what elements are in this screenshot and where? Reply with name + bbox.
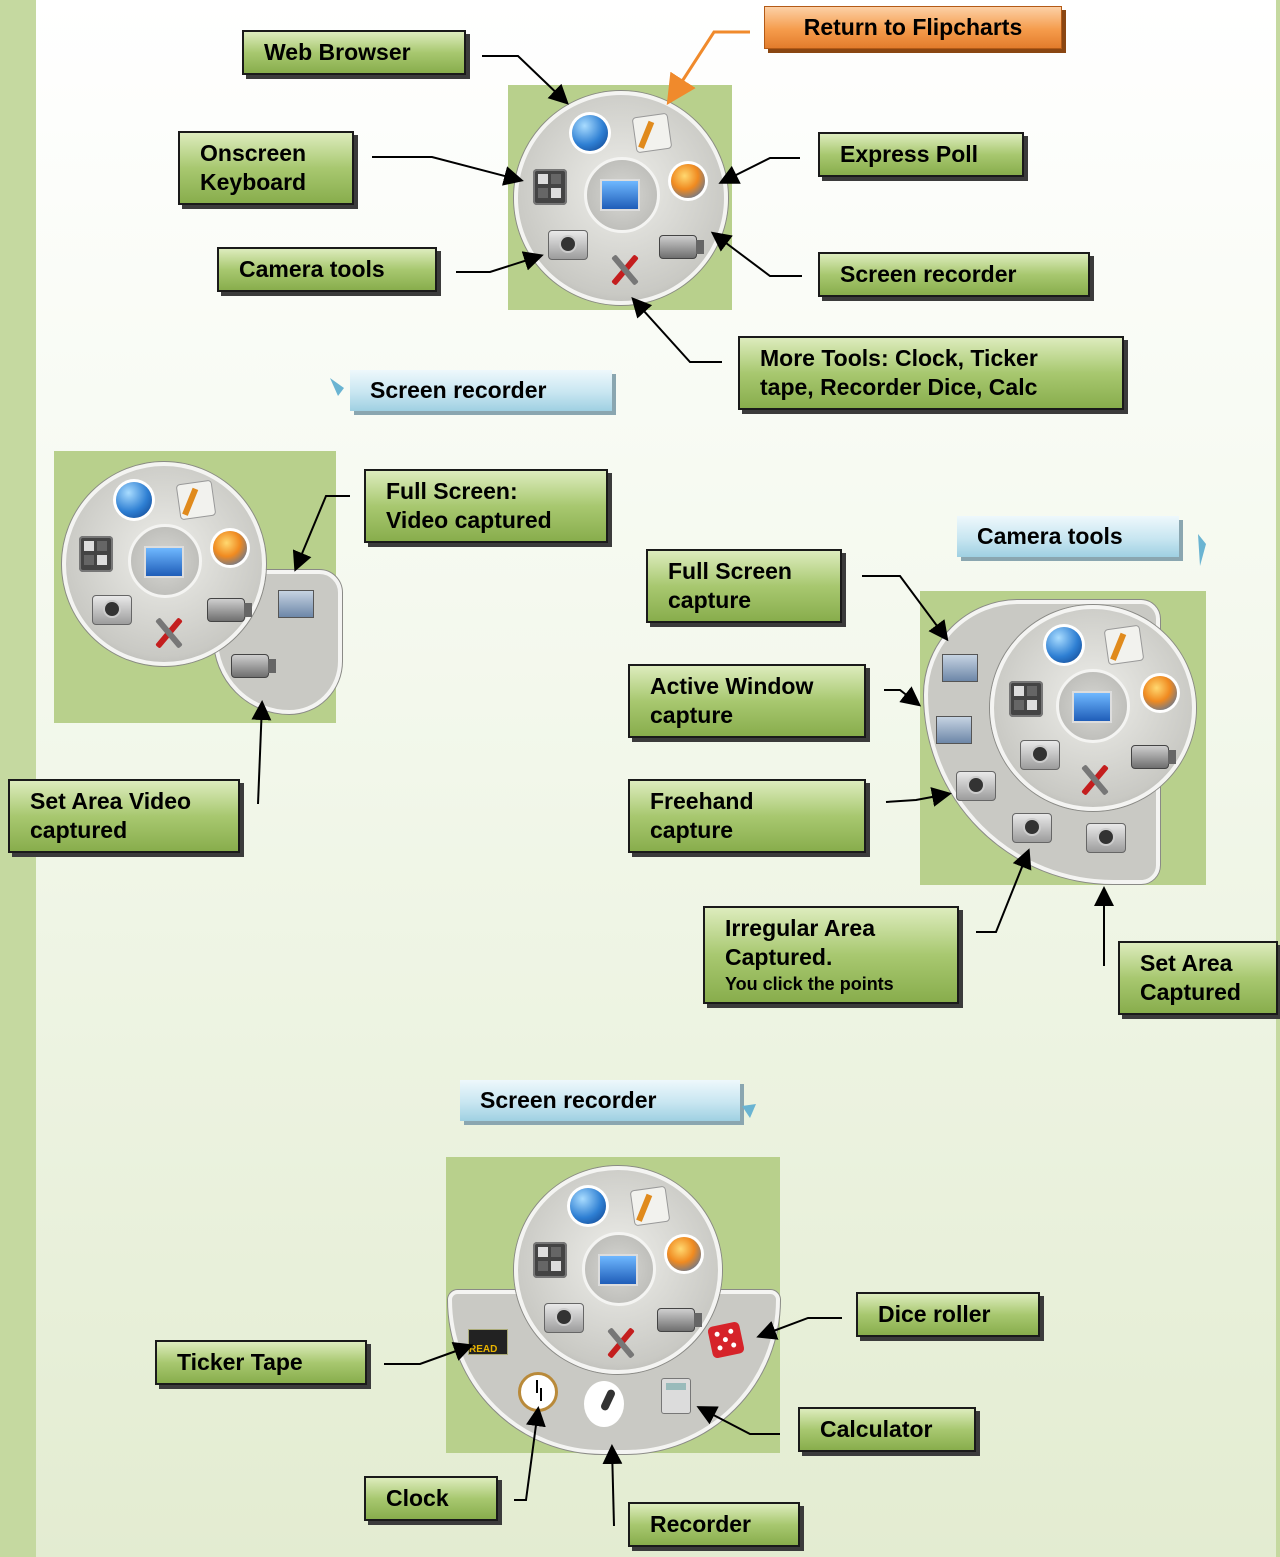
flipchart-icon[interactable] — [1103, 624, 1145, 666]
blue-chevron-3 — [742, 1104, 756, 1118]
freehand-capture-icon[interactable] — [956, 766, 996, 806]
wheel-center — [584, 157, 660, 233]
tools-wheel-camera — [990, 605, 1196, 811]
clock-label: Clock — [364, 1476, 498, 1521]
camera-icon[interactable] — [544, 1298, 584, 1338]
video-camera-icon[interactable] — [656, 1300, 702, 1340]
blue-chevron-2 — [1198, 534, 1206, 566]
full-screen-video-label: Full Screen:Video captured — [364, 469, 608, 543]
camera-tools-heading: Camera tools — [957, 516, 1179, 557]
video-camera-icon[interactable] — [1130, 737, 1176, 777]
microphone-icon[interactable] — [584, 1381, 624, 1427]
screen-recorder-heading: Screen recorder — [350, 370, 612, 411]
wheel-center — [128, 524, 202, 598]
camera-tools-label: Camera tools — [217, 247, 437, 292]
keyboard-icon[interactable] — [76, 534, 116, 574]
return-to-flipcharts-label: Return to Flipcharts — [764, 6, 1062, 49]
screen-recorder-heading-2: Screen recorder — [460, 1080, 740, 1121]
wheel-center — [582, 1232, 656, 1306]
full-screen-video-icon[interactable] — [276, 584, 316, 624]
desktop-tools-icon[interactable] — [144, 542, 184, 582]
web-browser-icon[interactable] — [570, 113, 610, 153]
screen-recorder-label: Screen recorder — [818, 252, 1090, 297]
arrow-onscreen-keyboard — [372, 156, 524, 186]
more-tools-icon[interactable] — [148, 612, 188, 652]
camera-icon[interactable] — [548, 225, 588, 265]
more-tools-icon[interactable] — [1074, 759, 1114, 799]
right-side-strip — [1276, 0, 1280, 1557]
tools-wheel-more-tools — [514, 1166, 722, 1374]
express-poll-label: Express Poll — [818, 132, 1024, 177]
full-screen-capture-icon[interactable] — [940, 648, 980, 688]
tools-wheel-recorder — [62, 462, 266, 666]
more-tools-icon[interactable] — [604, 249, 644, 289]
express-poll-icon[interactable] — [1140, 673, 1180, 713]
active-window-capture-icon[interactable] — [934, 710, 974, 750]
left-side-strip — [0, 0, 36, 1557]
arrow-recorder — [602, 1444, 623, 1527]
flipchart-icon[interactable] — [631, 112, 673, 154]
video-camera-icon[interactable] — [206, 590, 252, 630]
express-poll-icon[interactable] — [210, 528, 250, 568]
arrow-active-window — [884, 686, 922, 707]
arrow-express-poll — [718, 157, 800, 184]
recorder-label: Recorder — [628, 1502, 800, 1547]
desktop-tools-icon[interactable] — [598, 1250, 638, 1290]
express-poll-icon[interactable] — [668, 161, 708, 201]
keyboard-icon[interactable] — [530, 1240, 570, 1280]
desktop-tools-icon[interactable] — [1072, 687, 1112, 727]
keyboard-icon[interactable] — [530, 167, 570, 207]
calculator-label: Calculator — [798, 1407, 976, 1452]
keyboard-icon[interactable] — [1006, 679, 1046, 719]
ticker-tape-icon[interactable]: READ — [468, 1322, 508, 1362]
camera-icon[interactable] — [1020, 735, 1060, 775]
camera-icon[interactable] — [92, 590, 132, 630]
web-browser-label: Web Browser — [242, 30, 466, 75]
calculator-icon[interactable] — [656, 1376, 696, 1416]
dice-roller-icon[interactable] — [706, 1320, 746, 1360]
flipchart-icon[interactable] — [175, 479, 217, 521]
set-area-capture-icon[interactable] — [1086, 818, 1126, 858]
video-camera-icon[interactable] — [658, 227, 704, 267]
web-browser-icon[interactable] — [1044, 625, 1084, 665]
set-area-video-icon[interactable] — [230, 646, 276, 686]
web-browser-icon[interactable] — [568, 1186, 608, 1226]
tools-wheel-main — [514, 91, 728, 305]
dice-roller-label: Dice roller — [856, 1292, 1040, 1337]
flipchart-icon[interactable] — [629, 1185, 671, 1227]
blue-chevron-1 — [330, 378, 344, 396]
ticker-tape-icon-text: READ — [468, 1329, 508, 1355]
express-poll-icon[interactable] — [664, 1234, 704, 1274]
clock-icon[interactable] — [518, 1372, 558, 1412]
web-browser-icon[interactable] — [114, 480, 154, 520]
more-tools-icon[interactable] — [600, 1322, 640, 1362]
irregular-area-capture-icon[interactable] — [1012, 808, 1052, 848]
desktop-tools-icon[interactable] — [600, 175, 640, 215]
ticker-tape-label: Ticker Tape — [155, 1340, 367, 1385]
